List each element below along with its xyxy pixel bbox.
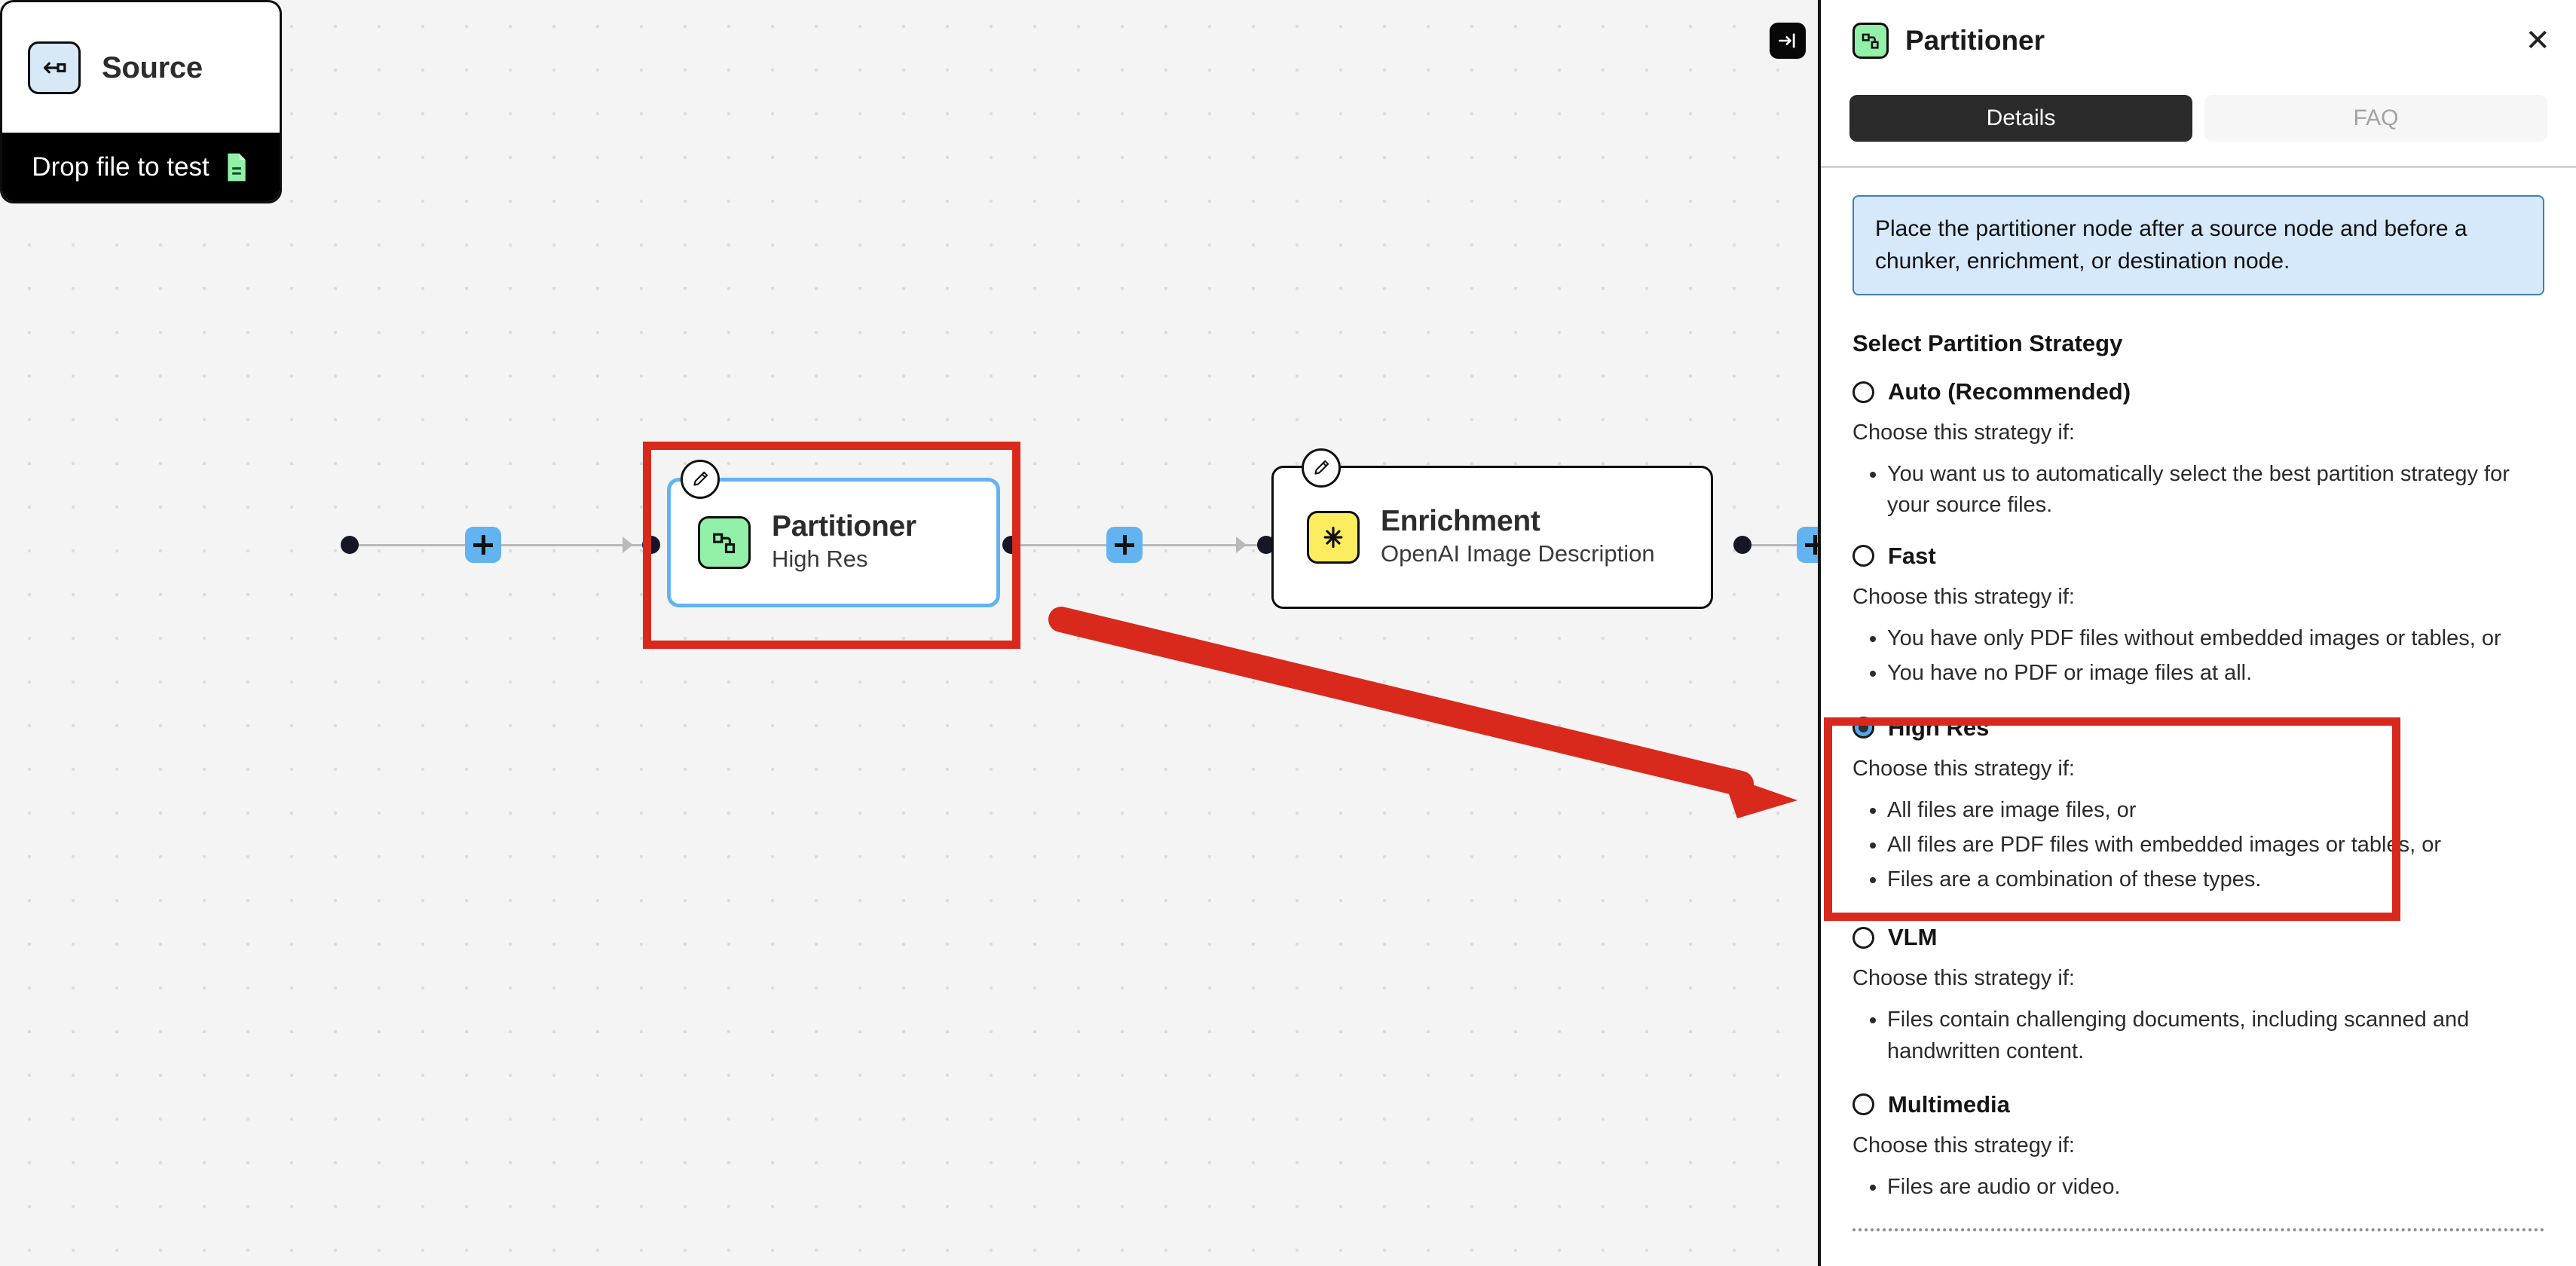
source-output-port[interactable]: [341, 536, 359, 554]
radio-multimedia[interactable]: [1852, 1093, 1874, 1116]
edge-source-partitioner: [359, 544, 644, 546]
radio-high-res[interactable]: [1852, 717, 1874, 739]
tab-details[interactable]: Details: [1849, 95, 2192, 142]
drop-file-to-test-button[interactable]: Drop file to test: [2, 133, 280, 201]
document-icon: [228, 153, 246, 181]
collapse-panel-button[interactable]: [1770, 23, 1806, 59]
radio-fast[interactable]: [1852, 545, 1874, 567]
option-vlm-bullets: Files contain challenging documents, inc…: [1852, 1005, 2544, 1066]
radio-vlm[interactable]: [1852, 926, 1874, 949]
option-multimedia-lead: Choose this strategy if:: [1852, 1133, 2075, 1157]
panel-tabs-divider: [1821, 166, 2576, 168]
option-high-res-lead: Choose this strategy if:: [1852, 756, 2075, 781]
list-item: All files are image files, or: [1887, 795, 2544, 826]
source-arrow-icon: [43, 62, 66, 73]
partitioner-input-port[interactable]: [642, 536, 660, 554]
panel-partitioner-icon: [1852, 23, 1889, 59]
list-item: You want us to automatically select the …: [1887, 459, 2544, 521]
enrichment-node-subtitle: OpenAI Image Description: [1381, 540, 1655, 567]
add-node-after-enrichment[interactable]: [1797, 527, 1818, 563]
option-vlm[interactable]: VLM Choose this strategy if: Files conta…: [1852, 924, 2544, 1066]
panel-body: Place the partitioner node after a sourc…: [1821, 168, 2576, 1266]
arrow-to-bar-right-icon: [1779, 33, 1795, 48]
info-banner: Place the partitioner node after a sourc…: [1852, 195, 2544, 296]
option-fast-header[interactable]: Fast: [1852, 543, 2544, 570]
panel-title: Partitioner: [1905, 25, 2045, 56]
pencil-icon: [693, 471, 708, 486]
add-node-between-source-partitioner[interactable]: [465, 527, 501, 563]
annotation-arrow: [1048, 607, 1797, 818]
panel-footer-divider: [1852, 1228, 2544, 1231]
partitioner-nodes-icon: [713, 533, 736, 554]
node-enrichment[interactable]: Enrichment OpenAI Image Description: [1271, 466, 1713, 609]
node-partitioner[interactable]: Partitioner High Res: [667, 478, 1000, 607]
option-vlm-header[interactable]: VLM: [1852, 924, 2544, 951]
edge-arrowhead-enrichment-in: [1236, 537, 1247, 553]
list-item: Files contain challenging documents, inc…: [1887, 1005, 2544, 1066]
partitioner-node-badge: [698, 516, 751, 569]
option-fast-label: Fast: [1888, 542, 1936, 569]
list-item: You have no PDF or image files at all.: [1887, 658, 2544, 689]
enrichment-node-title: Enrichment: [1381, 504, 1540, 537]
option-multimedia-bullets: Files are audio or video.: [1852, 1172, 2544, 1203]
edge-partitioner-enrichment: [1020, 544, 1322, 546]
enrichment-output-port[interactable]: [1733, 536, 1751, 554]
radio-auto[interactable]: [1852, 381, 1874, 403]
list-item: You have only PDF files without embedded…: [1887, 623, 2544, 654]
option-fast[interactable]: Fast Choose this strategy if: You have o…: [1852, 543, 2544, 689]
option-high-res[interactable]: High Res Choose this strategy if: All fi…: [1852, 714, 2544, 896]
close-icon[interactable]: ✕: [2525, 24, 2550, 57]
option-fast-bullets: You have only PDF files without embedded…: [1852, 623, 2544, 689]
add-node-between-partitioner-enrichment[interactable]: [1106, 527, 1143, 563]
enrichment-edit-button[interactable]: [1302, 448, 1341, 488]
option-multimedia-header[interactable]: Multimedia: [1852, 1091, 2544, 1118]
partitioner-node-title: Partitioner: [772, 509, 916, 543]
option-multimedia[interactable]: Multimedia Choose this strategy if: File…: [1852, 1091, 2544, 1203]
option-auto-lead: Choose this strategy if:: [1852, 420, 2075, 445]
drop-file-to-test-label: Drop file to test: [32, 151, 210, 182]
option-high-res-label: High Res: [1888, 714, 1990, 741]
asterisk-icon: [1323, 526, 1343, 549]
panel-tabs: Details FAQ: [1821, 63, 2576, 142]
option-high-res-bullets: All files are image files, or All files …: [1852, 795, 2544, 896]
option-auto-header[interactable]: Auto (Recommended): [1852, 378, 2544, 405]
option-auto[interactable]: Auto (Recommended) Choose this strategy …: [1852, 378, 2544, 521]
list-item: Files are audio or video.: [1887, 1172, 2544, 1203]
option-vlm-lead: Choose this strategy if:: [1852, 966, 2075, 991]
edge-arrowhead-partitioner-in: [623, 537, 633, 553]
pencil-icon: [1314, 460, 1329, 475]
option-auto-label: Auto (Recommended): [1888, 378, 2131, 405]
section-heading-partition-strategy: Select Partition Strategy: [1852, 330, 2123, 357]
edge-enrichment-next: [1751, 544, 1812, 546]
enrichment-node-badge: [1307, 511, 1360, 564]
option-vlm-label: VLM: [1888, 924, 1938, 951]
partitioner-edit-button[interactable]: [681, 460, 720, 499]
partitioner-node-subtitle: High Res: [772, 545, 868, 572]
option-fast-lead: Choose this strategy if:: [1852, 584, 2075, 609]
partitioner-output-port[interactable]: [1002, 536, 1020, 554]
list-item: Files are a combination of these types.: [1887, 864, 2544, 895]
source-node-badge: [28, 41, 81, 94]
option-multimedia-label: Multimedia: [1888, 1090, 2010, 1118]
list-item: All files are PDF files with embedded im…: [1887, 830, 2544, 861]
option-auto-bullets: You want us to automatically select the …: [1852, 459, 2544, 521]
tab-faq[interactable]: FAQ: [2204, 95, 2547, 142]
partitioner-details-panel: Partitioner ✕ Details FAQ Place the part…: [1818, 0, 2576, 1266]
workflow-canvas[interactable]: Source Drop file to test: [0, 0, 1818, 1266]
node-source[interactable]: Source Drop file to test: [0, 0, 282, 203]
source-node-title: Source: [102, 50, 203, 84]
panel-header: Partitioner ✕: [1821, 0, 2576, 63]
option-high-res-header[interactable]: High Res: [1852, 714, 2544, 742]
partitioner-nodes-icon: [1862, 33, 1879, 49]
